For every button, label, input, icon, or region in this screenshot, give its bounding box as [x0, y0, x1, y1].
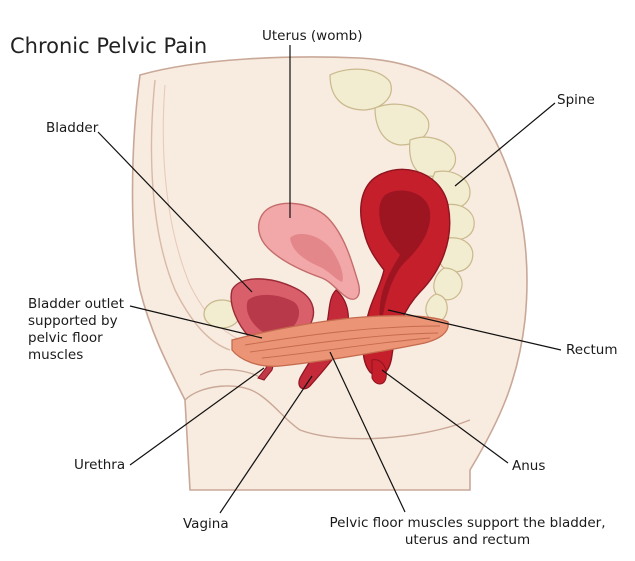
label-pelvic-line2: uterus and rectum — [404, 532, 531, 548]
label-outlet-line2: supported by — [28, 313, 118, 329]
leader-lines — [97, 45, 562, 514]
label-uterus: Uterus (womb) — [262, 28, 363, 44]
uterus-cavity — [290, 234, 343, 282]
leader-anus — [381, 369, 509, 464]
rectum-lumen — [379, 190, 431, 318]
label-outlet-line1: Bladder outlet — [28, 296, 125, 312]
diagram-title: Chronic Pelvic Pain — [10, 34, 208, 58]
leader-pelvic-floor — [329, 351, 406, 513]
label-spine: Spine — [557, 92, 595, 108]
label-pelvic-line1: Pelvic floor muscles support the bladder… — [329, 515, 606, 531]
label-bladder: Bladder — [46, 120, 99, 136]
label-outlet-line3: pelvic floor — [28, 330, 103, 346]
leader-urethra — [129, 367, 265, 466]
label-bladder-outlet: Bladder outlet supported by pelvic floor… — [28, 296, 124, 364]
label-vagina: Vagina — [183, 516, 229, 532]
label-anus: Anus — [512, 458, 546, 474]
label-rectum: Rectum — [566, 342, 618, 358]
abdominal-wall — [150, 79, 231, 351]
leader-vagina — [219, 375, 313, 514]
muscle-fibers — [244, 325, 441, 359]
label-pelvic-floor: Pelvic floor muscles support the bladder… — [305, 515, 630, 549]
thigh-outline — [184, 385, 471, 440]
leader-rectum — [387, 309, 562, 351]
pelvic-floor-muscle — [231, 315, 449, 367]
label-outlet-line4: muscles — [28, 347, 84, 363]
bladder-lining — [246, 294, 300, 335]
label-urethra: Urethra — [74, 457, 126, 473]
leader-bladder — [97, 131, 253, 293]
anus-opening — [371, 359, 387, 385]
leader-spine — [454, 102, 556, 187]
leader-outlet — [129, 305, 263, 339]
